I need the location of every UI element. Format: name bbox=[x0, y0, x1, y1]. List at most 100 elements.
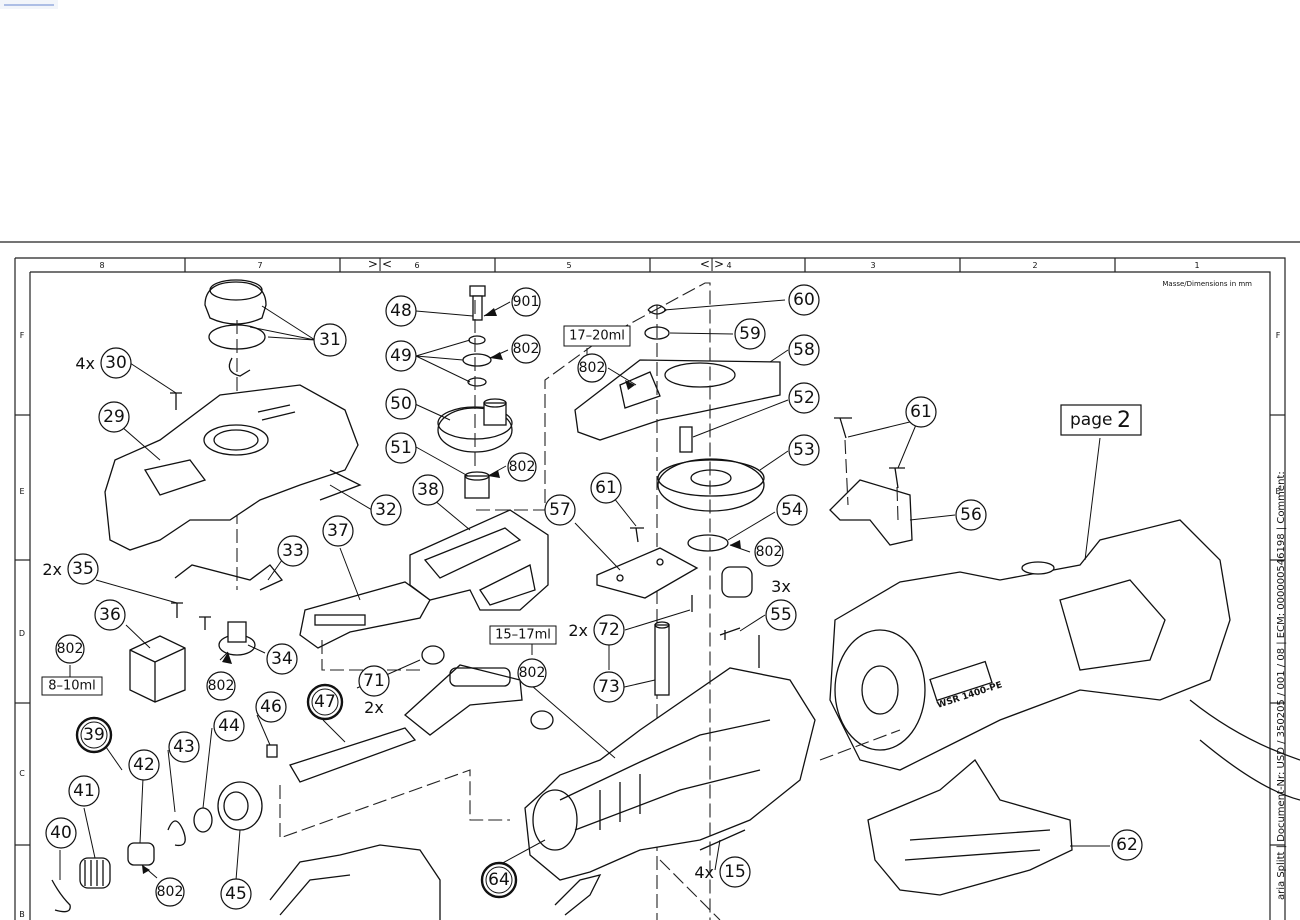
callout-number: 50 bbox=[390, 394, 412, 414]
col-label: 1 bbox=[1194, 261, 1199, 270]
callout-circle bbox=[593, 614, 625, 646]
watermark-logo bbox=[0, 0, 58, 9]
callout-62: 62 bbox=[1111, 829, 1143, 861]
callout-46: 46 bbox=[255, 691, 287, 723]
callout-circle bbox=[358, 665, 390, 697]
callout-45: 45 bbox=[220, 878, 252, 910]
callout-44: 44 bbox=[213, 710, 245, 742]
callout-multiplier: 4x bbox=[694, 863, 714, 882]
callout-circle bbox=[277, 535, 309, 567]
callout-number: 802 bbox=[519, 665, 546, 681]
callout-circle bbox=[385, 340, 417, 372]
callout-number: 48 bbox=[390, 301, 412, 321]
callout-circle bbox=[322, 515, 354, 547]
callout-circle bbox=[45, 817, 77, 849]
callout-number: 57 bbox=[549, 500, 571, 520]
callout-number: 72 bbox=[598, 620, 620, 640]
callout-number: 60 bbox=[793, 290, 815, 310]
callout-circle bbox=[385, 295, 417, 327]
callout-number: 34 bbox=[271, 649, 293, 669]
callout-inner-ring bbox=[311, 688, 339, 716]
callout-circle bbox=[370, 494, 402, 526]
callout-32: 32 bbox=[370, 494, 402, 526]
callout-43: 43 bbox=[168, 731, 200, 763]
callout-circle bbox=[98, 401, 130, 433]
callout-circle bbox=[776, 494, 808, 526]
arrowheads bbox=[142, 308, 741, 874]
row-label: F bbox=[1276, 331, 1281, 340]
callout-802: 802 bbox=[754, 537, 784, 567]
callout-number: 42 bbox=[133, 755, 155, 775]
callout-50: 50 bbox=[385, 388, 417, 420]
callout-circle bbox=[55, 634, 85, 664]
callout-number: 31 bbox=[319, 330, 341, 350]
callout-51: 51 bbox=[385, 432, 417, 464]
col-label: 7 bbox=[257, 261, 262, 270]
callout-number: 15 bbox=[724, 862, 746, 882]
callout-circle bbox=[544, 494, 576, 526]
callout-number: 71 bbox=[363, 671, 385, 691]
callout-number: 37 bbox=[327, 521, 349, 541]
part-drawings: WSR 1400-PE HILTI bbox=[51, 279, 1300, 920]
callout-49: 49 bbox=[385, 340, 417, 372]
lube-box-15-17: 15–17ml bbox=[495, 628, 551, 643]
callout-54: 54 bbox=[776, 494, 808, 526]
callout-47: 47 bbox=[306, 683, 344, 721]
sheet-frame bbox=[0, 241, 1300, 920]
callout-circle bbox=[765, 599, 797, 631]
callout-901: 901 bbox=[511, 287, 541, 317]
callout-number: 802 bbox=[57, 641, 84, 657]
callout-circle bbox=[955, 499, 987, 531]
callout-60: 60 bbox=[788, 284, 820, 316]
callout-circle bbox=[734, 318, 766, 350]
callout-circle bbox=[754, 537, 784, 567]
callout-802: 802 bbox=[517, 658, 547, 688]
callout-number: 802 bbox=[513, 341, 540, 357]
callout-number: 802 bbox=[208, 678, 235, 694]
callout-circle bbox=[788, 382, 820, 414]
callout-number: 52 bbox=[793, 388, 815, 408]
callout-802: 802 bbox=[577, 353, 607, 383]
callout-circle bbox=[155, 877, 185, 907]
callout-number: 33 bbox=[282, 541, 304, 561]
callout-number: 45 bbox=[225, 884, 247, 904]
callout-number: 901 bbox=[513, 294, 540, 310]
callout-circle bbox=[412, 474, 444, 506]
callout-number: 30 bbox=[105, 353, 127, 373]
callout-number: 56 bbox=[960, 505, 982, 525]
callout-number: 51 bbox=[390, 438, 412, 458]
callout-38: 38 bbox=[412, 474, 444, 506]
callout-number: 29 bbox=[103, 407, 125, 427]
callout-number: 44 bbox=[218, 716, 240, 736]
callout-number: 802 bbox=[579, 360, 606, 376]
callout-number: 58 bbox=[793, 340, 815, 360]
callout-number: 47 bbox=[314, 692, 336, 712]
callout-number: 802 bbox=[157, 884, 184, 900]
page-ref-number: 2 bbox=[1117, 408, 1131, 433]
callout-multiplier: 2x bbox=[568, 621, 588, 640]
callout-33: 33 bbox=[277, 535, 309, 567]
callout-802: 802 bbox=[507, 452, 537, 482]
page-ref-label: page bbox=[1070, 410, 1112, 430]
callout-58: 58 bbox=[788, 334, 820, 366]
col-label: 5 bbox=[566, 261, 571, 270]
callout-circle bbox=[593, 671, 625, 703]
dimensions-note: Masse/Dimensions in mm bbox=[1162, 280, 1252, 288]
callout-73: 73 bbox=[593, 671, 625, 703]
column-labels: 8 7 >|< 6 5 <|> 4 3 2 1 bbox=[99, 257, 1199, 271]
col-mark: <|> bbox=[700, 257, 724, 271]
callout-circle bbox=[306, 683, 344, 721]
callout-circle bbox=[788, 434, 820, 466]
callout-number: 62 bbox=[1116, 835, 1138, 855]
callout-circle bbox=[577, 353, 607, 383]
callout-circle bbox=[68, 775, 100, 807]
callout-72: 72 2x bbox=[568, 614, 625, 646]
callout-number: 46 bbox=[260, 697, 282, 717]
callout-circle bbox=[719, 856, 751, 888]
callout-802: 802 bbox=[155, 877, 185, 907]
col-label: 4 bbox=[726, 261, 731, 270]
col-label: 3 bbox=[870, 261, 875, 270]
